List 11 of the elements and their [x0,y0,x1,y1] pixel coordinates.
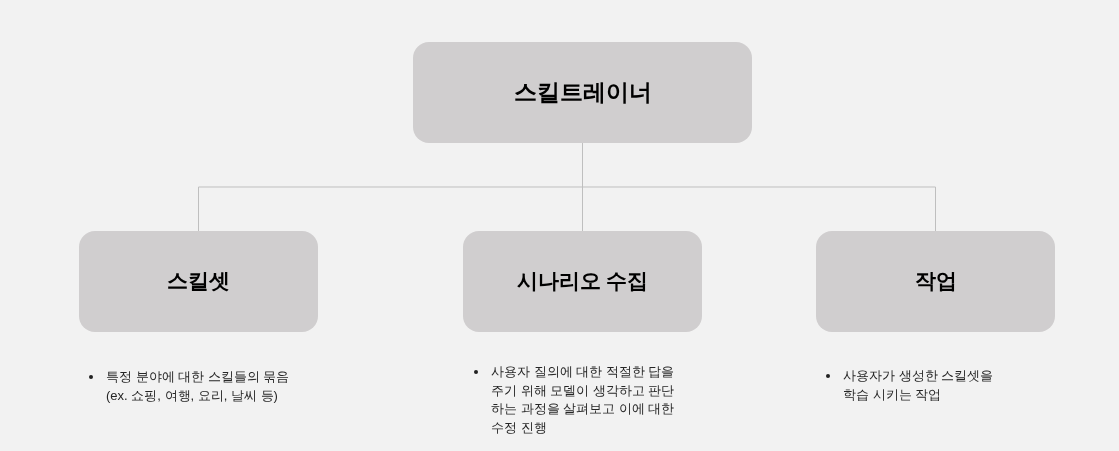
process-box [816,231,1055,332]
process-box [413,42,752,143]
bullet-text: 사용자 질의에 대한 적절한 답을 주기 위해 모델이 생각하고 판단 하는 과정을 살펴보고 이에 대한 수정 진행 [491,363,676,437]
box-title: 시나리오 수집 [516,268,649,295]
box-title: 스킬셋 [167,268,230,295]
box-title: 스킬트레이너 [513,78,652,107]
box-title: 작업 [914,268,957,295]
bullet-text: 특정 분야에 대한 스킬들의 묶음 (ex. 쇼핑, 여행, 요리, 날씨 등) [106,368,291,405]
bullet-text: 사용자가 생성한 스킬셋을 학습 시키는 작업 [843,367,995,404]
process-box [79,231,318,332]
process-box [463,231,702,332]
